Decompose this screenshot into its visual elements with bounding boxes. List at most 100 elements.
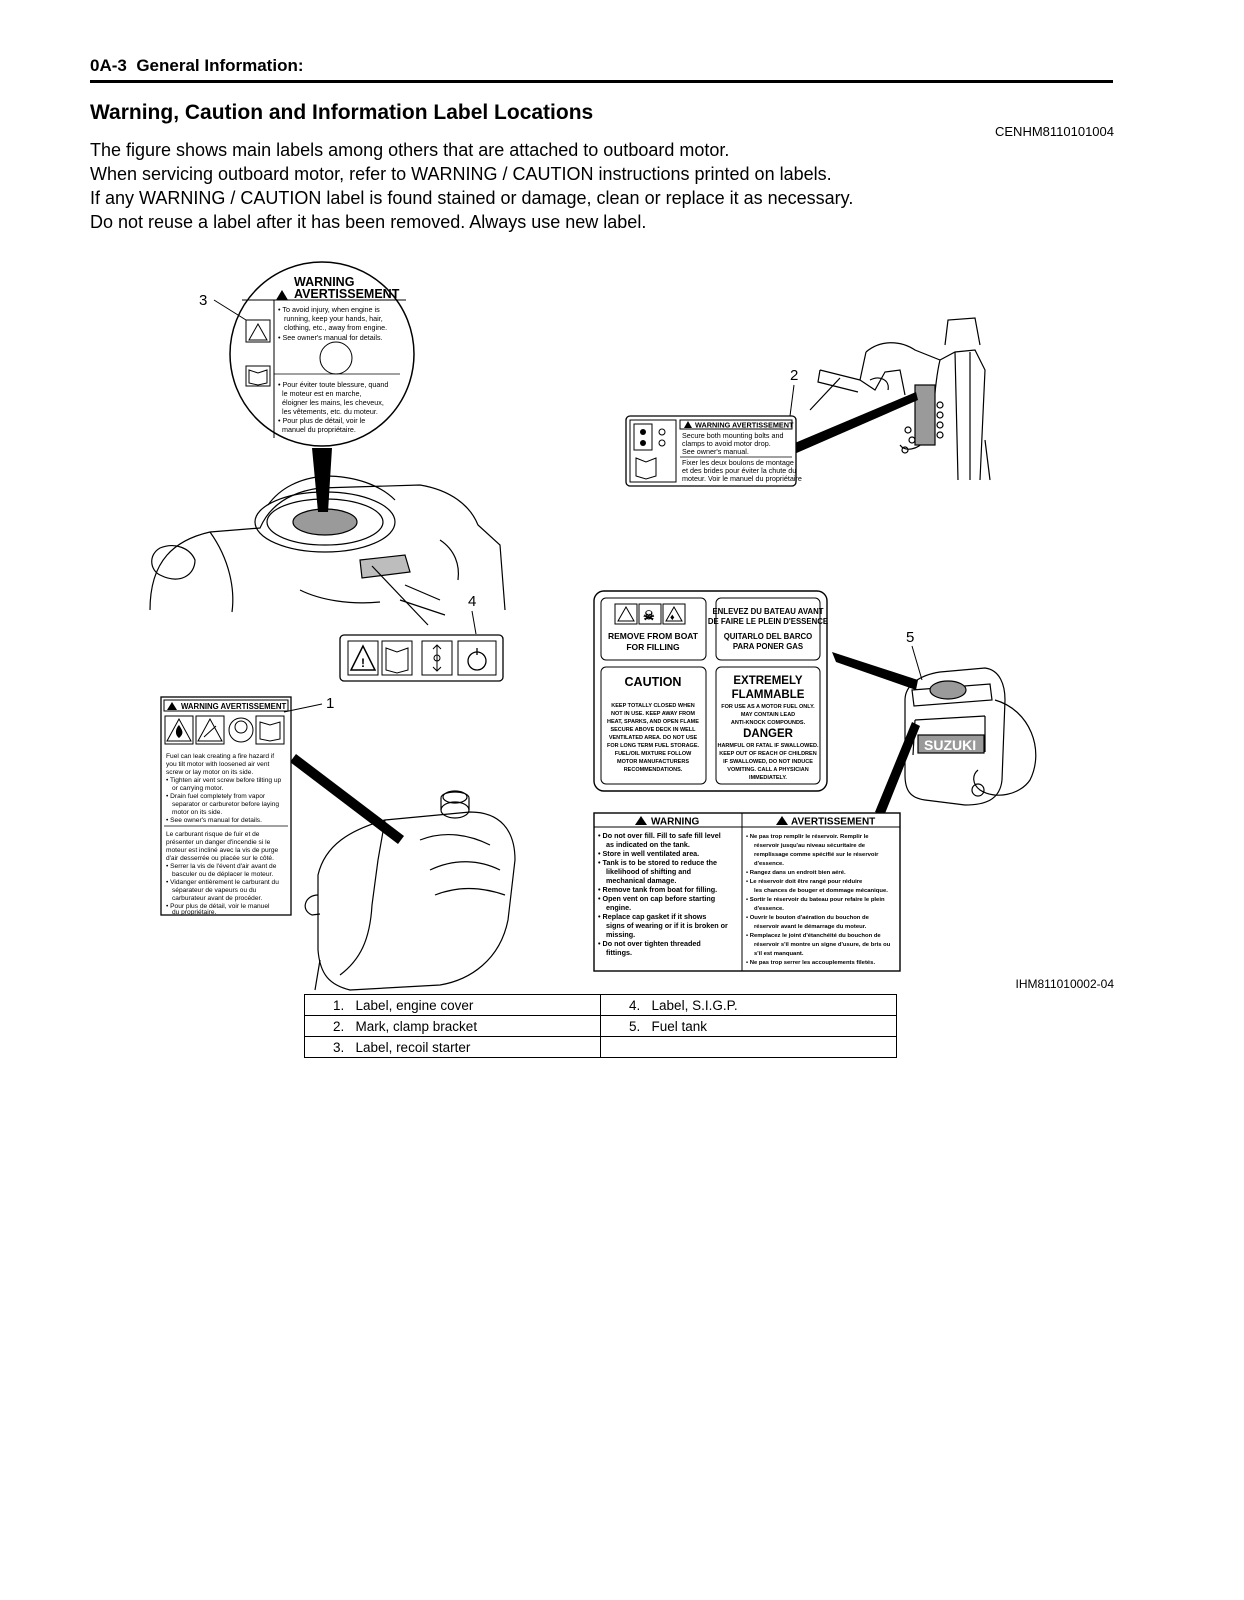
pointer-2	[790, 392, 918, 455]
legend-cell	[600, 1036, 897, 1058]
svg-text:• Drain fuel completely from v: • Drain fuel completely from vapor	[166, 793, 266, 800]
svg-text:engine.: engine.	[606, 903, 631, 912]
callout-5: 5	[906, 629, 914, 646]
svg-text:Fixer les deux boulons de mont: Fixer les deux boulons de montage	[682, 458, 794, 467]
svg-text:AVERTISSEMENT: AVERTISSEMENT	[791, 817, 875, 828]
svg-text:FOR USE AS A MOTOR FUEL ONLY.: FOR USE AS A MOTOR FUEL ONLY.	[721, 704, 815, 710]
svg-text:missing.: missing.	[606, 930, 635, 939]
label-recoil-starter: WARNING AVERTISSEMENT • To avoid injury,…	[229, 261, 415, 447]
svg-text:motor on its side.: motor on its side.	[172, 809, 222, 816]
intro-line: When servicing outboard motor, refer to …	[90, 164, 832, 184]
legend-cell: 4. Label, S.I.G.P.	[600, 994, 897, 1016]
svg-text:PARA PONER GAS: PARA PONER GAS	[733, 642, 803, 651]
svg-text:• Pour éviter toute blessure,: • Pour éviter toute blessure, quand	[278, 380, 388, 389]
table-row: 2. Mark, clamp bracket 5. Fuel tank	[304, 1015, 897, 1037]
svg-text:Secure both mounting bolts and: Secure both mounting bolts and	[682, 431, 784, 440]
svg-text:likelihood of shifting and: likelihood of shifting and	[606, 867, 691, 876]
intro-line: If any WARNING / CAUTION label is found …	[90, 188, 854, 208]
label-fuel-tank-caution: ☠ ♦ REMOVE FROM BOAT FOR FILLING ENLEVEZ…	[593, 590, 828, 792]
figure-id: IHM811010002-04	[1015, 977, 1114, 991]
callout-1: 1	[326, 695, 334, 712]
svg-text:• Do not over fill. Fill to sa: • Do not over fill. Fill to safe fill le…	[598, 831, 721, 840]
svg-text:FOR FILLING: FOR FILLING	[626, 642, 680, 652]
svg-text:• Vidanger entièrement le carb: • Vidanger entièrement le carburant du	[166, 879, 279, 886]
svg-text:HEAT, SPARKS, AND OPEN FLAME: HEAT, SPARKS, AND OPEN FLAME	[607, 719, 699, 725]
legend-table: 1. Label, engine cover 4. Label, S.I.G.P…	[304, 994, 897, 1058]
svg-text:MOTOR MANUFACTURERS: MOTOR MANUFACTURERS	[617, 759, 689, 765]
legend-cell: 3. Label, recoil starter	[304, 1036, 601, 1058]
svg-text:EXTREMELY: EXTREMELY	[733, 675, 803, 687]
svg-text:FLAMMABLE: FLAMMABLE	[732, 689, 805, 701]
svg-text:moteur est incliné avec la vis: moteur est incliné avec la vis de purge	[166, 847, 278, 854]
svg-text:you tilt motor with loosened a: you tilt motor with loosened air vent	[166, 761, 270, 768]
svg-text:et des brides pour éviter la c: et des brides pour éviter la chute du	[682, 466, 796, 475]
svg-text:separator or carburetor before: separator or carburetor before laying	[172, 801, 279, 808]
intro-text: The figure shows main labels among other…	[90, 138, 853, 234]
svg-text:réservoir jusqu'au niveau sécu: réservoir jusqu'au niveau sécuritaire de	[754, 843, 866, 849]
svg-text:SECURE ABOVE DECK IN WELL: SECURE ABOVE DECK IN WELL	[610, 727, 696, 733]
svg-text:basculer ou de déplacer le mot: basculer ou de déplacer le moteur.	[172, 871, 273, 878]
svg-text:ENLEVEZ DU BATEAU AVANT: ENLEVEZ DU BATEAU AVANT	[712, 607, 823, 616]
table-row: 1. Label, engine cover 4. Label, S.I.G.P…	[304, 994, 897, 1016]
callout-2: 2	[790, 367, 798, 384]
svg-text:IMMEDIATELY.: IMMEDIATELY.	[749, 775, 787, 781]
svg-text:• Ouvrir le bouton d'aération: • Ouvrir le bouton d'aération du bouchon…	[746, 915, 870, 921]
svg-text:d'air desserrée ou placée sur: d'air desserrée ou placée sur le côté.	[166, 855, 274, 862]
pointer-3	[312, 448, 332, 512]
svg-text:CAUTION: CAUTION	[625, 675, 682, 689]
fuel-tank-illustration: SUZUKI	[904, 667, 1037, 806]
page-title: Warning, Caution and Information Label L…	[90, 101, 594, 124]
svg-text:KEEP OUT OF REACH OF CHILDREN: KEEP OUT OF REACH OF CHILDREN	[719, 751, 816, 757]
label-clamp-bracket: WARNING AVERTISSEMENT Secure both mounti…	[625, 415, 802, 487]
svg-text:• See owner's manual for detai: • See owner's manual for details.	[166, 817, 262, 824]
svg-text:QUITARLO DEL BARCO: QUITARLO DEL BARCO	[724, 632, 813, 641]
svg-text:fittings.: fittings.	[606, 948, 632, 957]
svg-text:RECOMMENDATIONS.: RECOMMENDATIONS.	[624, 767, 683, 773]
svg-text:éloigner les mains, les cheveu: éloigner les mains, les cheveux,	[282, 398, 384, 407]
legend-cell: 2. Mark, clamp bracket	[304, 1015, 601, 1037]
pointer-5b	[875, 722, 920, 816]
legend-cell: 5. Fuel tank	[600, 1015, 897, 1037]
svg-text:remplissage comme spécifié sur: remplissage comme spécifié sur le réserv…	[754, 852, 879, 858]
label-location-figure: WARNING AVERTISSEMENT • To avoid injury,…	[149, 261, 1037, 991]
pointer-5	[832, 652, 918, 690]
label-sigp: !	[339, 634, 504, 682]
svg-text:les chances de bouger et domma: les chances de bouger et dommage mécaniq…	[754, 888, 888, 894]
callout-4: 4	[468, 593, 476, 610]
svg-text:d'essence.: d'essence.	[754, 906, 784, 912]
svg-text:• Remplacez le joint d'étanché: • Remplacez le joint d'étanchéité du bou…	[746, 933, 881, 939]
svg-text:or carrying motor.: or carrying motor.	[172, 785, 223, 792]
legend-cell: 1. Label, engine cover	[304, 994, 601, 1016]
svg-text:carburateur avant de procéder.: carburateur avant de procéder.	[172, 895, 262, 902]
svg-text:DE FAIRE LE PLEIN D'ESSENCE: DE FAIRE LE PLEIN D'ESSENCE	[708, 617, 828, 626]
svg-text:See owner's manual.: See owner's manual.	[682, 447, 749, 456]
svg-text:MAY CONTAIN LEAD: MAY CONTAIN LEAD	[741, 712, 795, 718]
svg-text:AVERTISSEMENT: AVERTISSEMENT	[294, 287, 400, 301]
table-row: 3. Label, recoil starter	[304, 1036, 897, 1058]
svg-text:signs of wearing or if it is b: signs of wearing or if it is broken or	[606, 921, 728, 930]
svg-text:DANGER: DANGER	[743, 728, 794, 740]
header-rule	[90, 80, 1113, 83]
svg-text:• Tighten air vent screw befor: • Tighten air vent screw before tilting …	[166, 777, 282, 784]
svg-text:screw or lay motor on its side: screw or lay motor on its side.	[166, 769, 253, 776]
intro-line: Do not reuse a label after it has been r…	[90, 212, 647, 232]
svg-text:• Serrer la vis de l'évent d'a: • Serrer la vis de l'évent d'air avant d…	[166, 863, 277, 870]
svg-text:Le carburant risque de fuir et: Le carburant risque de fuir et de	[166, 831, 260, 838]
svg-text:présenter un danger d'incendie: présenter un danger d'incendie si le	[166, 839, 271, 846]
svg-text:as indicated on the tank.: as indicated on the tank.	[606, 840, 690, 849]
svg-text:• Open vent on cap before star: • Open vent on cap before starting	[598, 894, 715, 903]
svg-text:• See owner's manual for detai: • See owner's manual for details.	[278, 333, 383, 342]
svg-text:• To avoid injury, when engine: • To avoid injury, when engine is	[278, 305, 380, 314]
svg-text:FOR LONG TERM FUEL STORAGE.: FOR LONG TERM FUEL STORAGE.	[607, 743, 700, 749]
svg-text:d'essence.: d'essence.	[754, 861, 784, 867]
svg-text:s'il est manquant.: s'il est manquant.	[754, 951, 804, 957]
clamp-bracket-illustration	[809, 317, 991, 481]
svg-text:• Remove tank from boat for fi: • Remove tank from boat for filling.	[598, 885, 717, 894]
svg-text:• Ne pas trop serrer les accou: • Ne pas trop serrer les accouplements f…	[746, 960, 875, 966]
svg-text:ANTI-KNOCK COMPOUNDS.: ANTI-KNOCK COMPOUNDS.	[731, 720, 806, 726]
label-fuel-tank-warning: WARNING AVERTISSEMENT • Do not over fill…	[593, 812, 901, 972]
svg-text:KEEP TOTALLY CLOSED WHEN: KEEP TOTALLY CLOSED WHEN	[611, 703, 694, 709]
svg-text:VOMITING. CALL A PHYSICIAN: VOMITING. CALL A PHYSICIAN	[727, 767, 808, 773]
svg-text:♦: ♦	[670, 612, 675, 622]
label-engine-cover: WARNING AVERTISSEMENT Fuel can leak crea…	[160, 696, 292, 916]
